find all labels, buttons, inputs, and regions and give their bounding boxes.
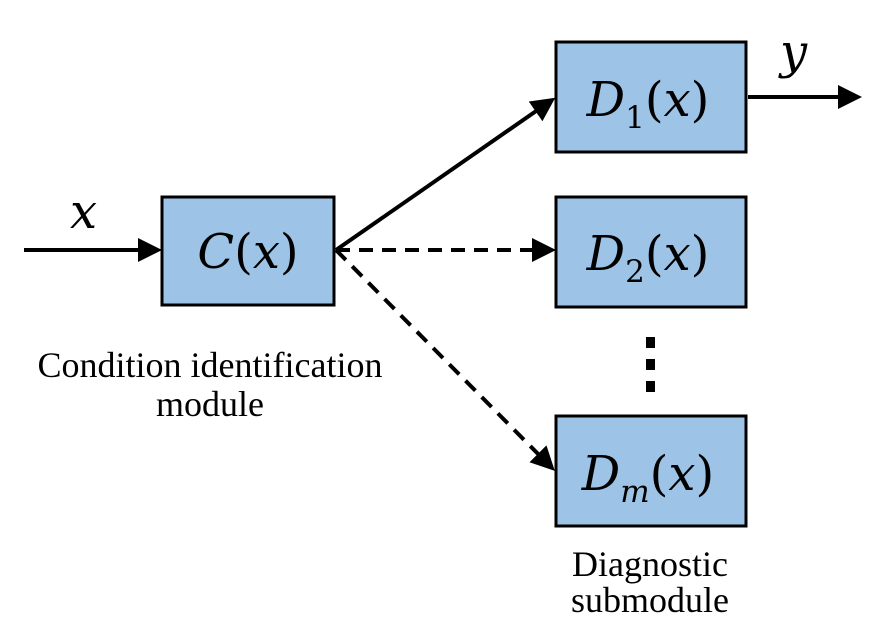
condition-close-paren: )	[280, 224, 299, 280]
diagnostic-box-m	[554, 414, 748, 528]
dm-subscript: m	[620, 474, 649, 510]
diagnostic-caption-line-1: Diagnostic	[572, 544, 728, 584]
dm-close-paren: )	[695, 446, 714, 502]
diagnostic-box-1-label: D1(x)	[586, 72, 710, 136]
condition-caption-line-1: Condition identification	[38, 345, 383, 385]
dm-func: D	[581, 446, 620, 502]
dm-arg: x	[668, 446, 695, 502]
dm-open-paren: (	[650, 446, 669, 502]
vertical-ellipsis	[646, 337, 655, 392]
arrow-to-dm	[334, 248, 555, 471]
condition-box-label: C(x)	[197, 224, 298, 280]
output-signal-label: y	[778, 24, 808, 80]
d1-open-paren: (	[645, 72, 664, 128]
diagnostic-box-1	[554, 40, 748, 154]
diagnostic-box-2	[554, 195, 748, 309]
d2-open-paren: (	[645, 226, 664, 282]
condition-caption-line-2: module	[156, 384, 264, 424]
diagnostic-box-m-label: Dm(x)	[581, 446, 714, 510]
d1-subscript: 1	[625, 100, 645, 136]
d2-arg: x	[664, 226, 691, 282]
d1-func: D	[586, 72, 625, 128]
input-signal-label: x	[70, 184, 97, 240]
d1-arg: x	[664, 72, 691, 128]
condition-arg: x	[253, 224, 280, 280]
d1-close-paren: )	[691, 72, 710, 128]
condition-open-paren: (	[234, 224, 253, 280]
d2-subscript: 2	[625, 254, 645, 290]
arrow-to-d1	[334, 97, 556, 252]
diagnostic-box-2-label: D2(x)	[586, 226, 710, 290]
diagnostic-caption-line-2: submodule	[571, 580, 729, 620]
d2-close-paren: )	[691, 226, 710, 282]
condition-identification-box	[160, 195, 336, 307]
d2-func: D	[586, 226, 625, 282]
condition-func: C	[197, 224, 234, 280]
